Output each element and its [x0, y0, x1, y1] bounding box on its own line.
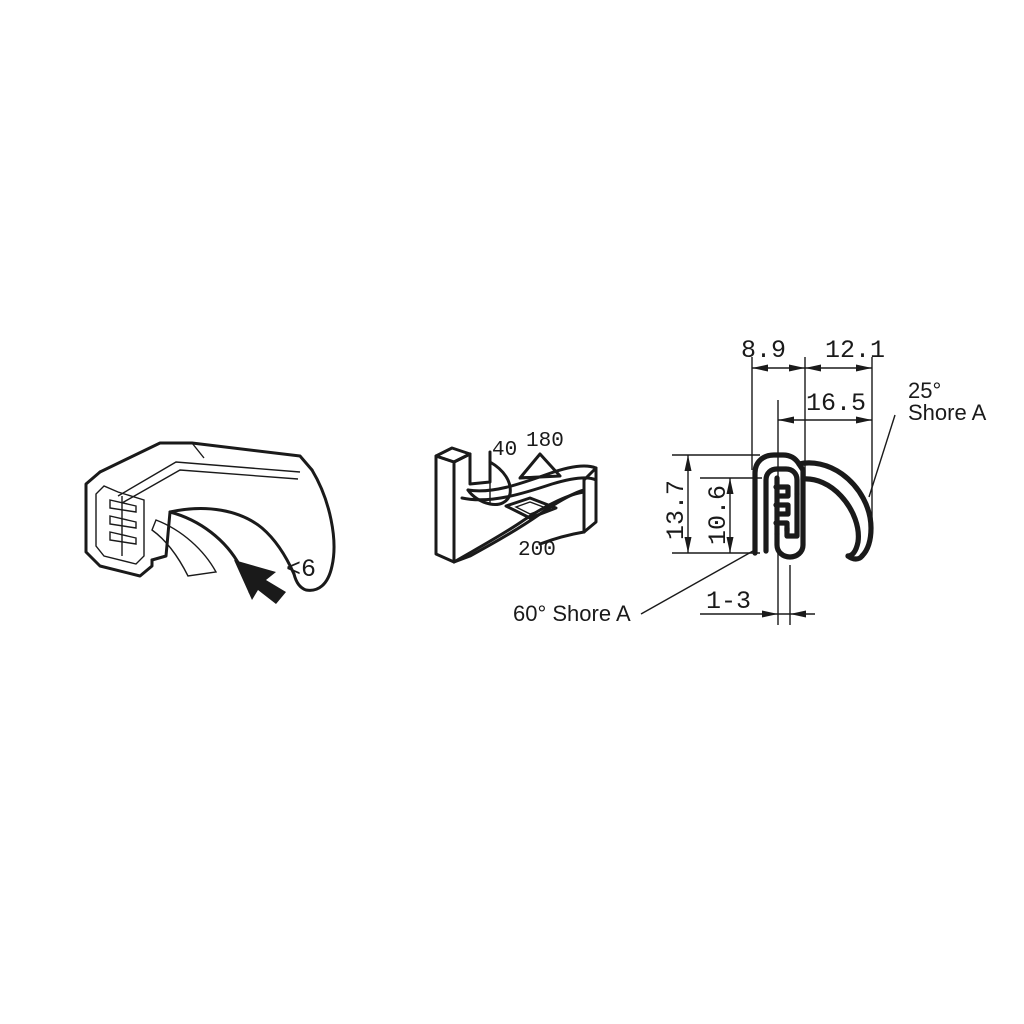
dimension-8-9: 8.9: [741, 336, 805, 372]
dimension-label-12-1: 12.1: [825, 336, 885, 365]
isometric-assembly-view: <6: [84, 441, 336, 604]
dimension-12-1: 12.1: [805, 336, 885, 372]
cross-section-view: 8.9 12.1 16.5 13.7: [513, 336, 987, 626]
dimension-label-13-7: 13.7: [662, 480, 691, 540]
dimension-label-10-6: 10.6: [704, 485, 733, 545]
leader-25-shore-a: 25° Shore A: [868, 378, 987, 498]
dimension-13-7: 13.7: [662, 455, 692, 553]
dimension-10-6: 10.6: [704, 478, 734, 553]
dimension-label-1-3: 1-3: [706, 587, 751, 616]
dimension-16-5: 16.5: [778, 389, 872, 424]
note-25-degree: 25°: [908, 378, 941, 403]
extension-lines: [672, 357, 873, 625]
label-200: 200: [518, 539, 556, 562]
note-25-shore-a: Shore A: [908, 400, 987, 425]
dimension-1-3: 1-3: [700, 587, 815, 618]
label-180: 180: [526, 430, 564, 453]
note-60-shore-a: 60° Shore A: [513, 601, 631, 626]
leader-60-shore-a: 60° Shore A: [513, 550, 754, 626]
callout-arrow-icon: [234, 560, 286, 604]
dimension-label-8-9: 8.9: [741, 336, 786, 365]
dimension-label-16-5: 16.5: [806, 389, 866, 418]
isometric-section-view: 40 180 200: [434, 430, 598, 564]
callout-label-less-than-6: <6: [286, 555, 316, 584]
profile-outline: [752, 452, 874, 562]
label-40: 40: [492, 439, 517, 462]
